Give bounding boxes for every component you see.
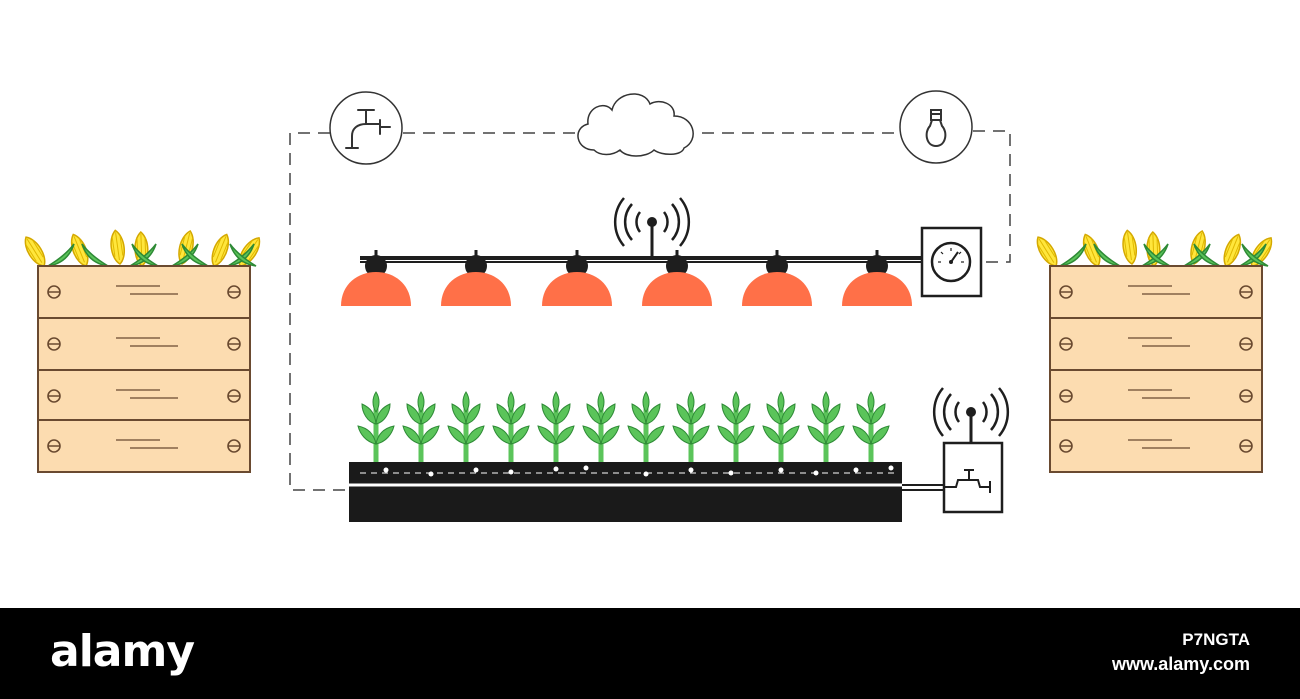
corn-plant-icon — [673, 392, 709, 468]
corn-plant-icon — [853, 392, 889, 468]
smart-farm-diagram — [19, 90, 1278, 522]
water-tap-icon — [329, 91, 403, 165]
water-valve-icon — [902, 412, 1004, 514]
corn-plant-icon — [718, 392, 754, 468]
dashed-connection-line — [289, 130, 1011, 491]
corn-plant-icon — [448, 392, 484, 468]
light-bulb-icon — [899, 90, 973, 164]
corn-plant-icon — [358, 392, 394, 468]
site-url: www.alamy.com — [1111, 654, 1250, 674]
corn-plant-icon — [583, 392, 619, 468]
corn-plant-icon — [538, 392, 574, 468]
corn-plant-icon — [808, 392, 844, 468]
corn-seedlings — [358, 392, 889, 468]
grow-light-rail — [360, 222, 922, 263]
cloud-icon — [577, 93, 694, 157]
gauge-icon — [920, 226, 983, 298]
corn-plant-icon — [403, 392, 439, 468]
corn-plant-icon — [763, 392, 799, 468]
corn-crate-left — [19, 228, 266, 473]
watermark-footer: alamy P7NGTA www.alamy.com — [0, 608, 1300, 699]
corn-plant-icon — [628, 392, 664, 468]
corn-plant-icon — [493, 392, 529, 468]
brand-logo: alamy — [50, 626, 195, 677]
soil-bed — [349, 462, 940, 522]
image-id: P7NGTA — [1182, 630, 1250, 649]
corn-crate-right — [1031, 228, 1278, 473]
